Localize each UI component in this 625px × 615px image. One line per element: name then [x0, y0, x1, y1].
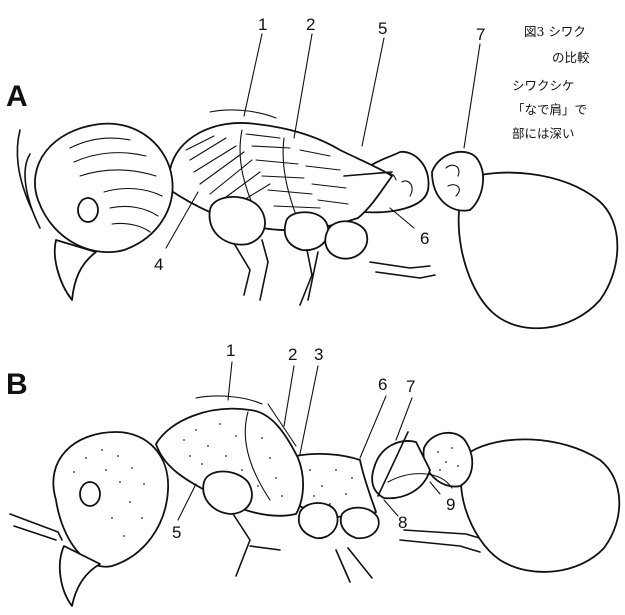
leader-a-1 [244, 34, 262, 116]
eye-b [80, 482, 100, 506]
postpetiole-b [424, 433, 473, 487]
coxa-b2 [299, 503, 338, 538]
leg-b2 [336, 550, 350, 582]
gaster-b [461, 439, 619, 572]
leg-b3 [348, 548, 372, 578]
leader-a-6 [390, 208, 414, 228]
label-a-1: 1 [258, 15, 267, 34]
panel-a-letter: A [6, 80, 28, 113]
coxa-b3 [341, 508, 379, 539]
leader-b-2 [284, 366, 294, 426]
leader-a-2 [294, 34, 312, 138]
leader-a-5 [362, 38, 384, 146]
leg-a2 [260, 240, 268, 300]
postpetiole-a [432, 152, 483, 211]
gaster-a [459, 173, 618, 329]
label-b-9: 9 [446, 495, 455, 514]
leg-a3 [300, 245, 312, 305]
caption-line-3: シワクシケ [512, 78, 575, 93]
coxa-b1 [203, 472, 252, 515]
eye-a [78, 198, 98, 222]
figure-caption: 図3 シワク の比較 シワクシケ 「なで肩」で 部には深い [512, 24, 590, 141]
caption-line-5: 部には深い [512, 126, 575, 141]
panel-b: B [6, 341, 619, 606]
label-b-6: 6 [378, 375, 387, 394]
leader-b-6 [360, 396, 386, 458]
caption-line-4: 「なで肩」で [512, 102, 587, 117]
panel-b-letter: B [6, 368, 28, 401]
caption-line-1: 図3 シワク [524, 24, 586, 39]
label-b-1: 1 [226, 341, 235, 360]
label-a-5: 5 [378, 19, 387, 38]
label-b-5: 5 [172, 523, 181, 542]
caption-line-2: の比較 [552, 50, 590, 65]
label-a-2: 2 [306, 15, 315, 34]
label-a-6: 6 [420, 229, 429, 248]
leader-a-7 [464, 44, 480, 148]
coxa-a2 [285, 212, 329, 250]
leg-b4 [400, 540, 480, 552]
leader-b-1 [228, 362, 232, 400]
head-b [53, 432, 168, 567]
label-b-7: 7 [406, 377, 415, 396]
label-b-8: 8 [398, 513, 407, 532]
head-a [35, 124, 173, 253]
leg-a6 [376, 272, 435, 278]
label-a-4: 4 [154, 255, 163, 274]
leg-b1-tarsus [250, 546, 280, 550]
panel-a: A [6, 15, 617, 328]
leader-b-3 [300, 366, 318, 454]
label-b-2: 2 [288, 345, 297, 364]
label-b-3: 3 [314, 345, 323, 364]
pronotum-arc-b [196, 396, 262, 404]
leader-b-5 [178, 484, 196, 520]
coxa-a3 [325, 221, 367, 258]
leg-a5 [370, 262, 430, 268]
leg-b5 [404, 530, 486, 540]
pronotum-arc-a [210, 110, 276, 118]
label-a-7: 7 [476, 25, 485, 44]
leader-b-8 [384, 500, 398, 516]
coxa-a1 [209, 197, 265, 245]
leader-b-7 [396, 398, 412, 440]
leader-b-9 [430, 482, 440, 494]
